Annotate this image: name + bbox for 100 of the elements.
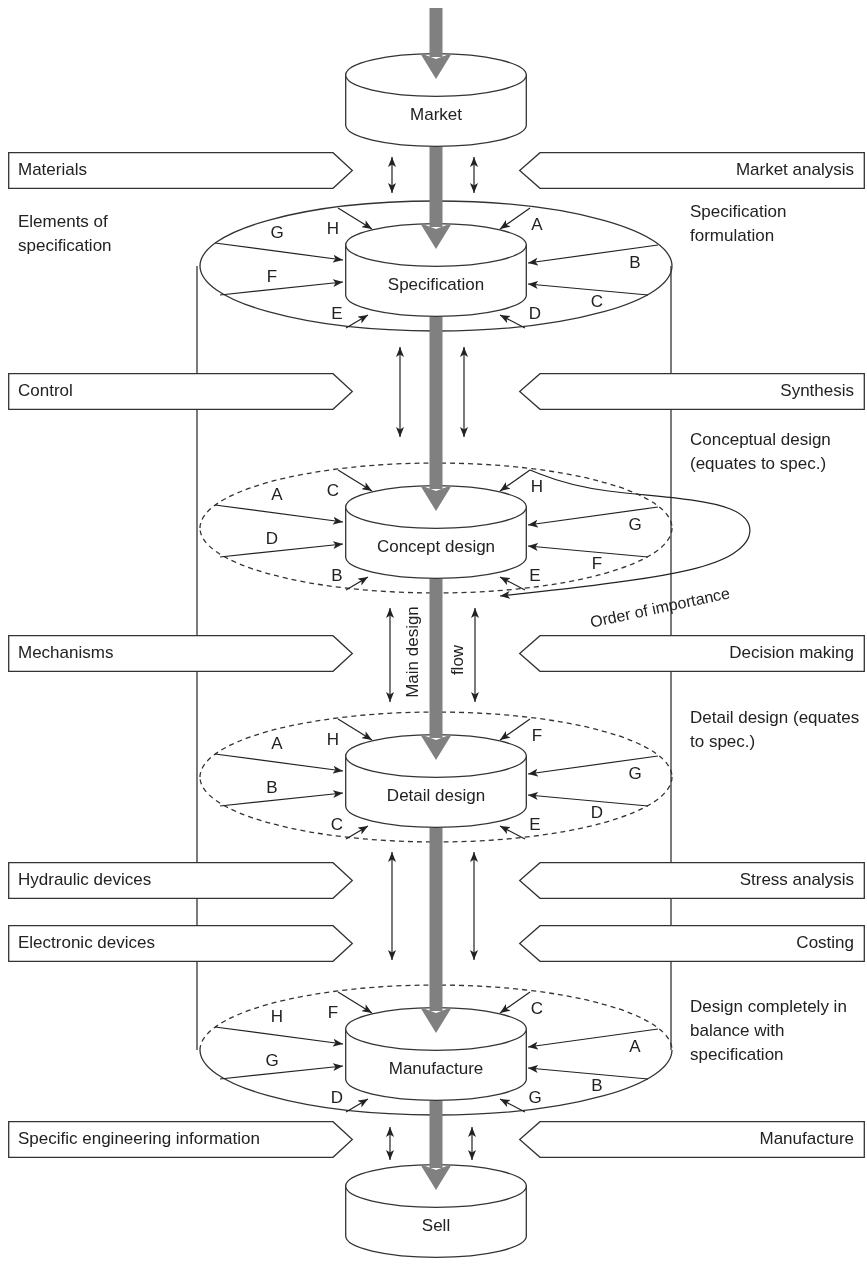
- box-label: Mechanisms: [18, 642, 114, 664]
- double-arrow: [388, 851, 396, 961]
- flow-arrow: [420, 317, 452, 511]
- double-arrow: [468, 1126, 476, 1161]
- edge-label: Order of importance: [588, 583, 732, 633]
- letter-label: C: [326, 480, 340, 502]
- double-arrow: [388, 156, 396, 194]
- letter-label: B: [266, 777, 278, 799]
- double-arrow: [386, 1126, 394, 1161]
- input-arrow: [219, 541, 344, 558]
- letter-label: E: [529, 814, 541, 836]
- double-arrow: [470, 156, 478, 194]
- letter-label: H: [326, 218, 340, 240]
- input-arrow: [219, 279, 344, 296]
- letter-label: D: [330, 1087, 344, 1109]
- letter-label: E: [529, 565, 541, 587]
- input-arrow: [337, 718, 373, 741]
- annotation-text: flow: [447, 644, 468, 676]
- input-arrow: [219, 1063, 344, 1080]
- input-arrow: [499, 469, 531, 492]
- stage-label: Concept design: [376, 536, 496, 558]
- input-arrow: [527, 1028, 659, 1050]
- input-arrow: [337, 991, 373, 1014]
- letter-label: F: [591, 553, 603, 575]
- letter-label: A: [531, 214, 543, 236]
- stage-label: Sell: [421, 1215, 451, 1237]
- flow-arrow: [420, 828, 452, 1033]
- input-arrow: [499, 1098, 526, 1113]
- annotation-text: Detail design (equates to spec.): [690, 707, 861, 753]
- letter-label: C: [530, 998, 544, 1020]
- letter-label: E: [331, 303, 343, 325]
- letter-label: B: [331, 565, 343, 587]
- letter-label: C: [330, 814, 344, 836]
- box-label: Control: [18, 380, 73, 402]
- curved-arrow: [499, 469, 751, 599]
- letter-label: G: [270, 222, 284, 244]
- letter-label: G: [265, 1050, 279, 1072]
- box-label: Specific engineering information: [18, 1128, 260, 1150]
- flow-arrow: [420, 147, 452, 249]
- flow-arrow: [420, 579, 452, 760]
- input-arrow: [527, 755, 659, 777]
- letter-label: F: [327, 1002, 339, 1024]
- letter-label: F: [266, 266, 278, 288]
- flow-arrow: [420, 1101, 452, 1190]
- double-arrow: [396, 346, 404, 438]
- box-label: Synthesis: [780, 380, 854, 402]
- input-arrow: [499, 576, 526, 591]
- input-arrow: [345, 1098, 369, 1113]
- double-arrow: [471, 607, 479, 703]
- input-arrow: [219, 790, 344, 807]
- letter-label: D: [265, 528, 279, 550]
- input-arrow: [345, 314, 369, 329]
- box-label: Electronic devices: [18, 932, 155, 954]
- box-label: Hydraulic devices: [18, 869, 152, 891]
- input-arrow: [527, 542, 649, 558]
- box-label: Costing: [796, 932, 854, 954]
- box-label: Decision making: [729, 642, 854, 664]
- input-arrow: [499, 207, 531, 230]
- input-arrow: [345, 576, 369, 591]
- letter-label: B: [591, 1075, 603, 1097]
- letter-label: C: [590, 291, 604, 313]
- double-arrow: [470, 851, 478, 961]
- stage-label: Detail design: [386, 785, 486, 807]
- stage-label: Manufacture: [388, 1058, 484, 1080]
- input-arrow: [345, 825, 369, 840]
- input-arrow: [527, 506, 659, 528]
- input-arrow: [527, 791, 649, 807]
- box-label: Market analysis: [735, 159, 854, 181]
- input-arrow: [499, 314, 526, 329]
- double-arrow: [386, 607, 394, 703]
- double-arrow: [460, 346, 468, 438]
- input-arrow: [527, 1064, 649, 1080]
- input-arrow: [214, 504, 344, 525]
- letter-label: G: [628, 514, 642, 536]
- input-arrow: [214, 753, 344, 774]
- letter-label: F: [531, 725, 543, 747]
- letter-label: G: [528, 1087, 542, 1109]
- letter-label: D: [528, 303, 542, 325]
- letter-label: D: [590, 802, 604, 824]
- input-arrow: [499, 718, 531, 741]
- input-arrow: [499, 991, 531, 1014]
- letter-label: H: [326, 729, 340, 751]
- input-arrow: [337, 469, 373, 492]
- letter-label: H: [270, 1006, 284, 1028]
- letter-label: G: [628, 763, 642, 785]
- input-arrow: [214, 1026, 344, 1047]
- stage-label: Market: [410, 104, 462, 126]
- stage-label: Specification: [387, 274, 485, 296]
- flow-arrow: [420, 8, 452, 79]
- annotation-text: Main design: [402, 606, 423, 698]
- box-label: Stress analysis: [739, 869, 854, 891]
- input-arrow: [499, 825, 526, 840]
- annotation-text: Elements of specification: [18, 211, 113, 257]
- input-arrow: [337, 207, 373, 230]
- annotation-text: Design completely in balance with specification: [690, 996, 848, 1066]
- input-arrow: [527, 244, 659, 266]
- input-arrow: [527, 280, 649, 296]
- letter-label: A: [271, 484, 283, 506]
- letter-label: H: [530, 476, 544, 498]
- box-label: Manufacture: [759, 1128, 854, 1150]
